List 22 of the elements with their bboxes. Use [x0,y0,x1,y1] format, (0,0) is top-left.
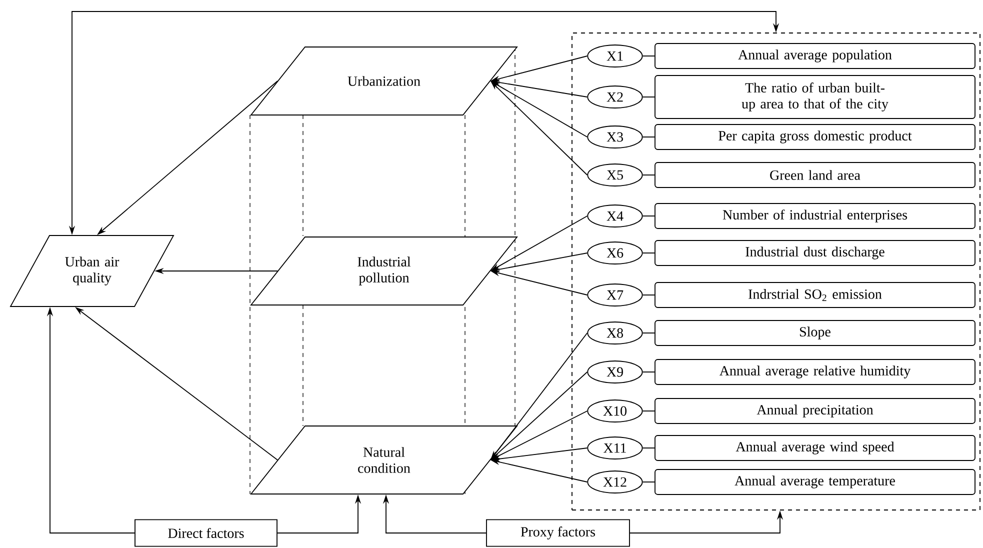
factor-box: Industrial dust discharge [654,240,976,266]
factor-box: Annual average relative humidity [654,359,976,385]
factor-box: Annual precipitation [654,398,976,424]
factor-box: Per capita gross domestic product [654,124,976,150]
connector-line [642,136,655,138]
connector-line [642,294,655,296]
dashed-container [572,32,980,510]
connector-line [642,252,655,254]
factor-box: Green land area [654,162,976,188]
factor-box: Number of industrial enterprises [654,203,976,229]
factor-box: Annual average population [654,43,976,69]
factor-box: Indrstrial SO$_{2}$ emission [654,282,976,308]
factor-box: Annual average temperature [654,469,976,495]
factor-box: Annual average wind speed [654,435,976,461]
connector-line [642,96,655,98]
connector-line [642,174,655,176]
factor-box: Slope [654,320,976,346]
category-box: Proxy factors [486,519,630,547]
category-box: Direct factors [134,519,278,547]
connector-line [642,332,655,334]
connector-line [642,410,655,412]
factor-box: The ratio of urban built-up area to that of the city [654,75,976,119]
